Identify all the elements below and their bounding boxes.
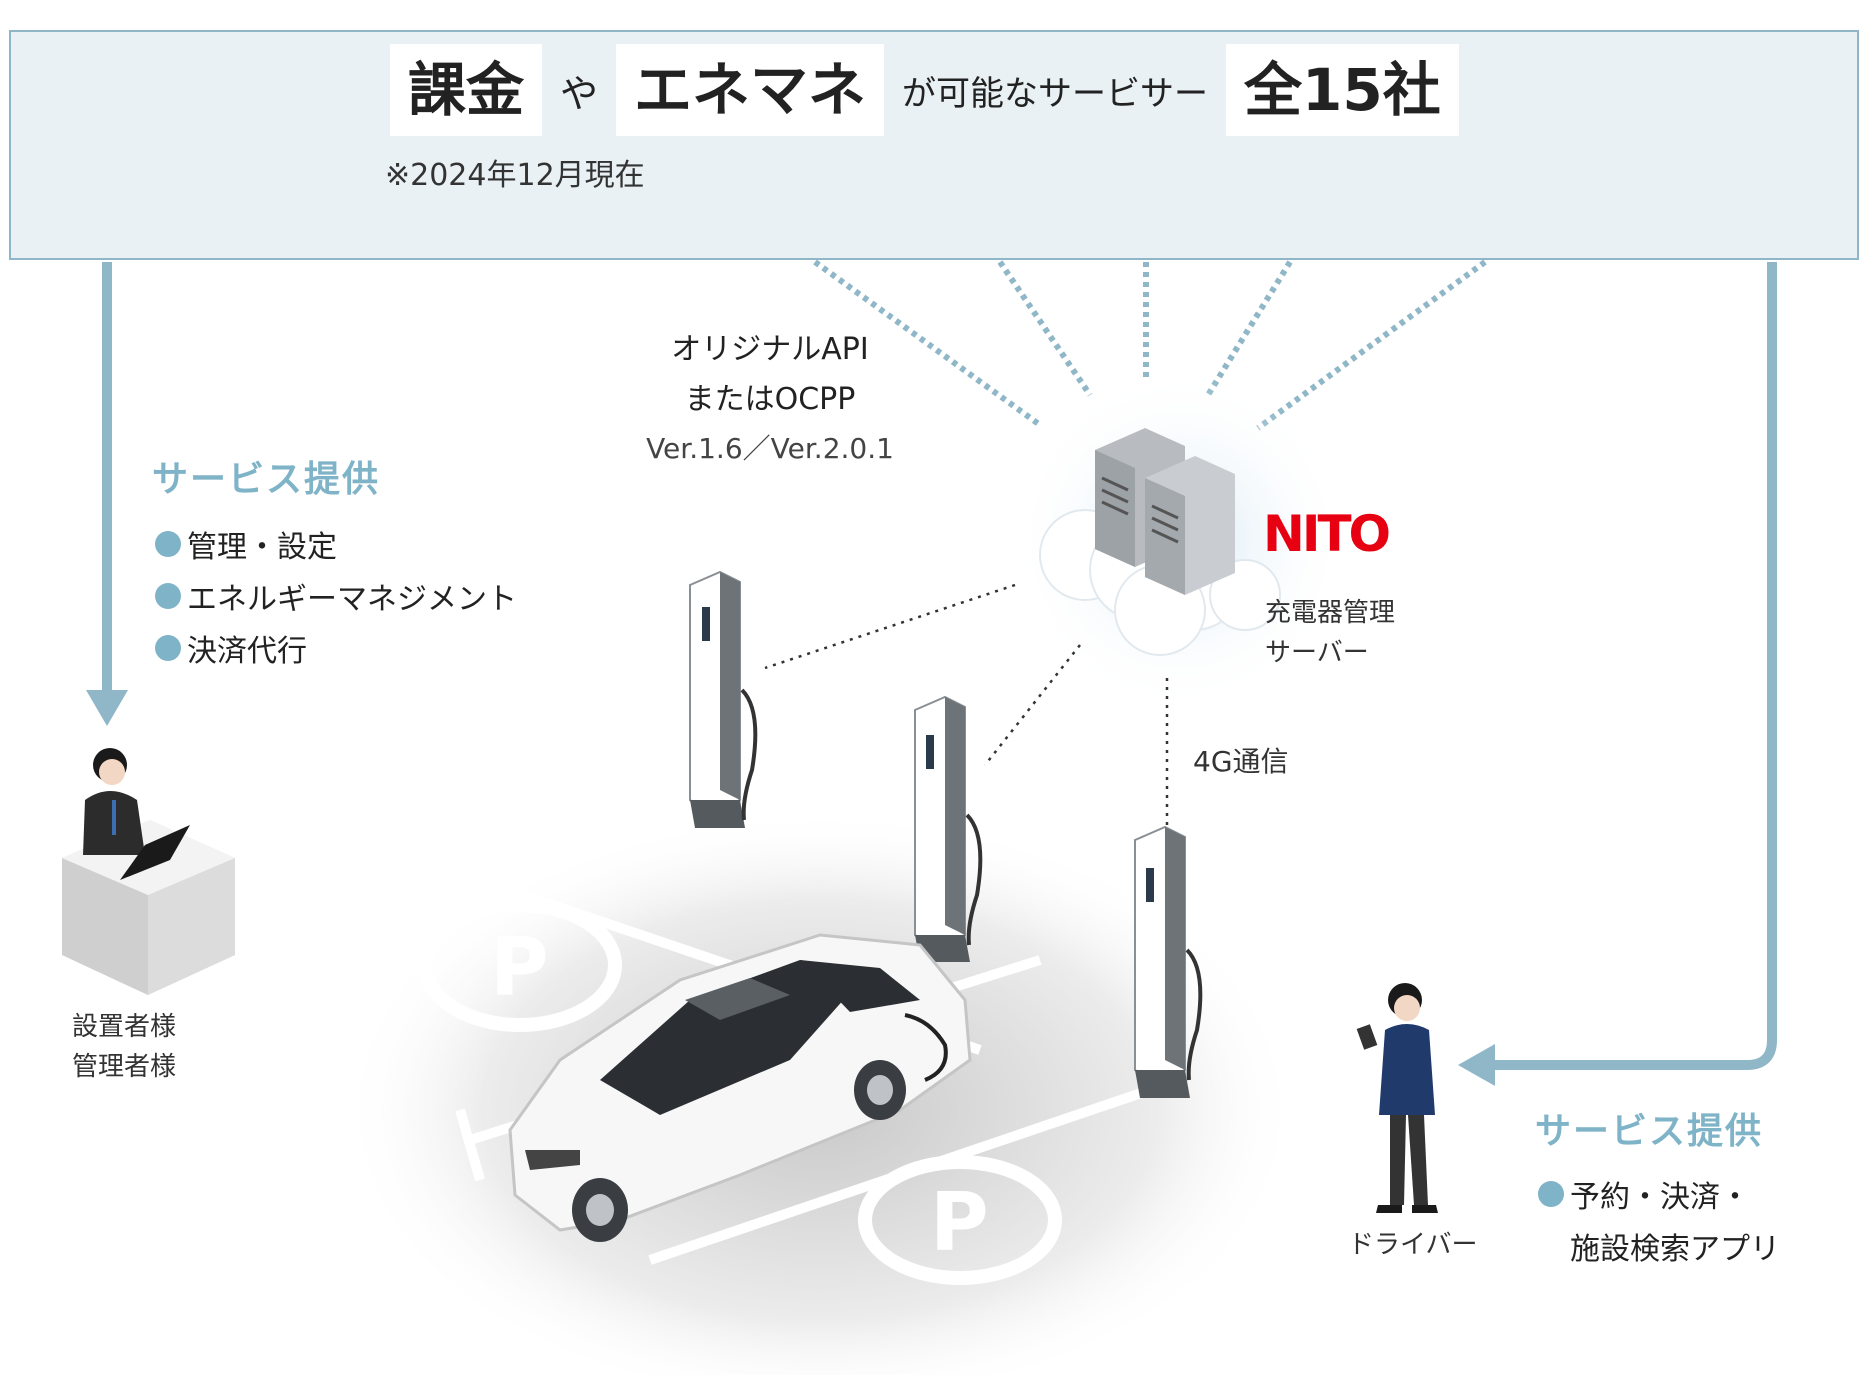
right-service-arrow bbox=[1495, 262, 1777, 1070]
left-service-list: 管理・設定 エネルギーマネジメント 決済代行 bbox=[155, 518, 517, 674]
api-line-1: オリジナルAPI bbox=[671, 332, 869, 367]
electric-car bbox=[508, 933, 972, 1242]
ev-charger-1 bbox=[689, 570, 758, 828]
left-service-item: 管理・設定 bbox=[155, 518, 517, 570]
ev-charger-3 bbox=[1134, 825, 1203, 1098]
api-protocol-label: オリジナルAPI またはOCPP Ver.1.6／Ver.2.0.1 bbox=[600, 325, 940, 473]
left-service-item: エネルギーマネジメント bbox=[155, 570, 517, 622]
svg-text:P: P bbox=[930, 1176, 989, 1269]
servicer-count-highlight: 全15社 bbox=[1226, 44, 1459, 136]
svg-text:P: P bbox=[490, 921, 549, 1014]
api-line-2: またはOCPP bbox=[684, 382, 856, 417]
right-service-item: 予約・決済・ bbox=[1538, 1168, 1780, 1220]
nito-logo: NITO bbox=[1263, 505, 1391, 563]
right-service-arrowhead bbox=[1458, 1044, 1495, 1086]
driver-label: ドライバー bbox=[1348, 1230, 1478, 1260]
server-charger-links bbox=[764, 583, 1169, 835]
right-service-title: サービス提供 bbox=[1535, 1111, 1764, 1152]
right-service-item-continued: 施設検索アプリ bbox=[1570, 1232, 1780, 1267]
banner-headline: 課金 や エネマネ が可能なサービサー 全15社 bbox=[390, 44, 1459, 136]
installer-person-icon bbox=[62, 748, 235, 995]
4g-comm-label: 4G通信 bbox=[1193, 745, 1289, 778]
bullet-icon bbox=[155, 531, 181, 557]
servicer-capability-text: が可能なサービサー bbox=[902, 73, 1209, 114]
enemane-highlight: エネマネ bbox=[616, 44, 885, 136]
driver-person-icon bbox=[1356, 983, 1438, 1213]
server-label: 充電器管理 サーバー bbox=[1265, 598, 1396, 668]
left-service-title: サービス提供 bbox=[152, 459, 381, 500]
ev-charger-2 bbox=[914, 695, 983, 962]
ocpp-versions: Ver.1.6／Ver.2.0.1 bbox=[646, 432, 894, 465]
bullet-icon bbox=[1538, 1181, 1564, 1207]
bullet-icon bbox=[155, 583, 181, 609]
bullet-icon bbox=[155, 635, 181, 661]
particle-ya: や bbox=[560, 71, 599, 116]
billing-highlight: 課金 bbox=[390, 44, 543, 136]
parking-p-mark-right: P bbox=[858, 1155, 1062, 1285]
parking-p-mark-left: P bbox=[418, 898, 622, 1032]
server-rack-icon bbox=[1095, 428, 1235, 595]
right-service-list: 予約・決済・ 施設検索アプリ bbox=[1538, 1168, 1780, 1272]
servicer-banner bbox=[9, 30, 1859, 260]
as-of-note: ※2024年12月現在 bbox=[385, 158, 645, 193]
installer-label: 設置者様 管理者様 bbox=[72, 1012, 177, 1082]
servicer-uplinks bbox=[813, 259, 1487, 431]
left-service-arrow bbox=[86, 262, 128, 726]
left-service-item: 決済代行 bbox=[155, 622, 517, 674]
